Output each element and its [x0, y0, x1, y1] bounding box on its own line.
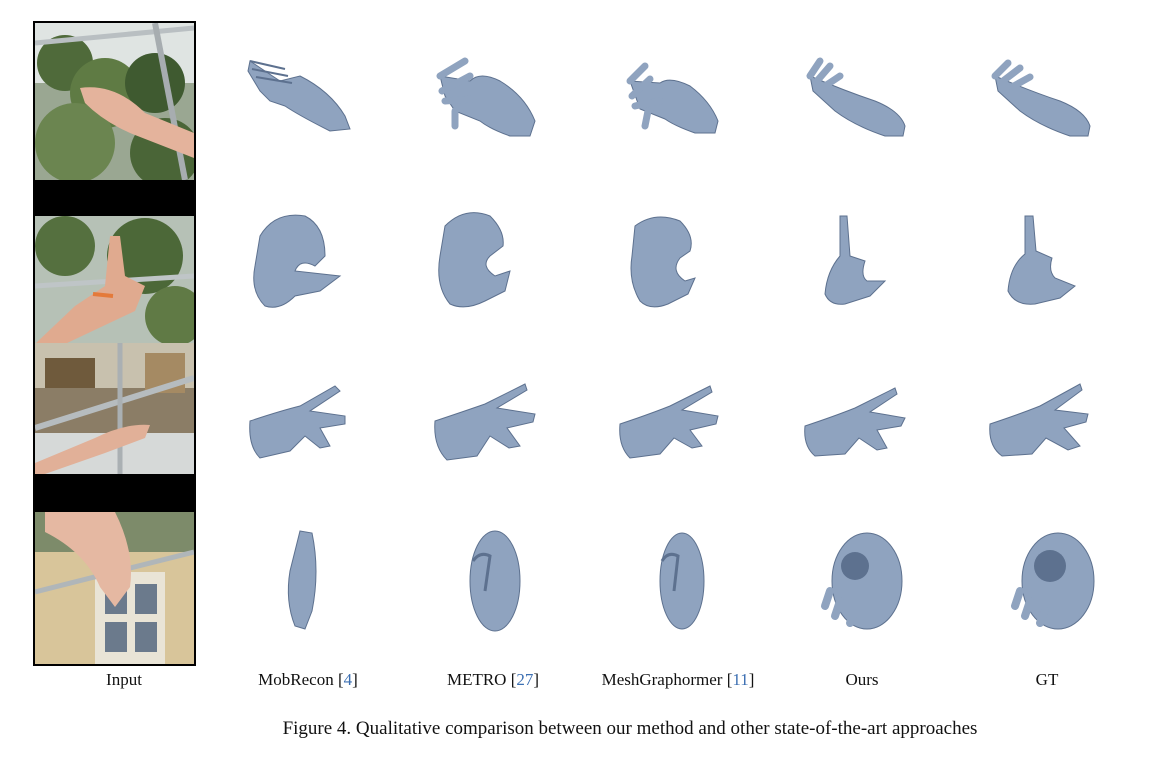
- mesh-metro-row-3: [385, 346, 570, 506]
- mesh-metro-row-1: [385, 21, 570, 181]
- mesh-meshgraphormer-row-2: [570, 186, 755, 346]
- mesh-mobrecon-row-2: [200, 186, 385, 346]
- mesh-ours-row-3: [755, 346, 940, 506]
- mesh-metro-row-2: [385, 186, 570, 346]
- mesh-meshgraphormer-row-1: [570, 21, 755, 181]
- figure-caption: Figure 4. Qualitative comparison between…: [282, 718, 978, 739]
- input-photo-row-1: [35, 23, 194, 180]
- citation-link[interactable]: 11: [732, 670, 749, 689]
- column-label-gt: GT: [1035, 670, 1059, 689]
- input-photo-row-4: [35, 512, 194, 664]
- mesh-meshgraphormer-row-3: [570, 346, 755, 506]
- citation-link[interactable]: 4: [343, 670, 353, 689]
- mesh-metro-row-4: [385, 511, 570, 671]
- input-photo-row-2: [35, 216, 194, 344]
- column-label-meshgraphormer: MeshGraphormer [11]: [601, 670, 755, 689]
- citation-link[interactable]: 27: [516, 670, 534, 689]
- mesh-gt-row-1: [940, 21, 1125, 181]
- mesh-ours-row-2: [755, 186, 940, 346]
- column-label-ours: Ours: [845, 670, 879, 689]
- input-photo-row-3: [35, 343, 194, 474]
- column-labels: Input MobRecon [4] METRO [27] MeshGrapho…: [0, 670, 1169, 694]
- mesh-mobrecon-row-4: [200, 511, 385, 671]
- mesh-comparison-grid: [200, 21, 1160, 666]
- mesh-mobrecon-row-1: [200, 21, 385, 181]
- column-label-metro: METRO [27]: [446, 670, 540, 689]
- mesh-mobrecon-row-3: [200, 346, 385, 506]
- mesh-gt-row-4: [940, 511, 1125, 671]
- column-label-mobrecon: MobRecon [4]: [258, 670, 358, 689]
- mesh-ours-row-4: [755, 511, 940, 671]
- mesh-gt-row-2: [940, 186, 1125, 346]
- column-label-input: Input: [106, 670, 142, 689]
- mesh-meshgraphormer-row-4: [570, 511, 755, 671]
- mesh-gt-row-3: [940, 346, 1125, 506]
- input-photo-column: [33, 21, 196, 666]
- mesh-ours-row-1: [755, 21, 940, 181]
